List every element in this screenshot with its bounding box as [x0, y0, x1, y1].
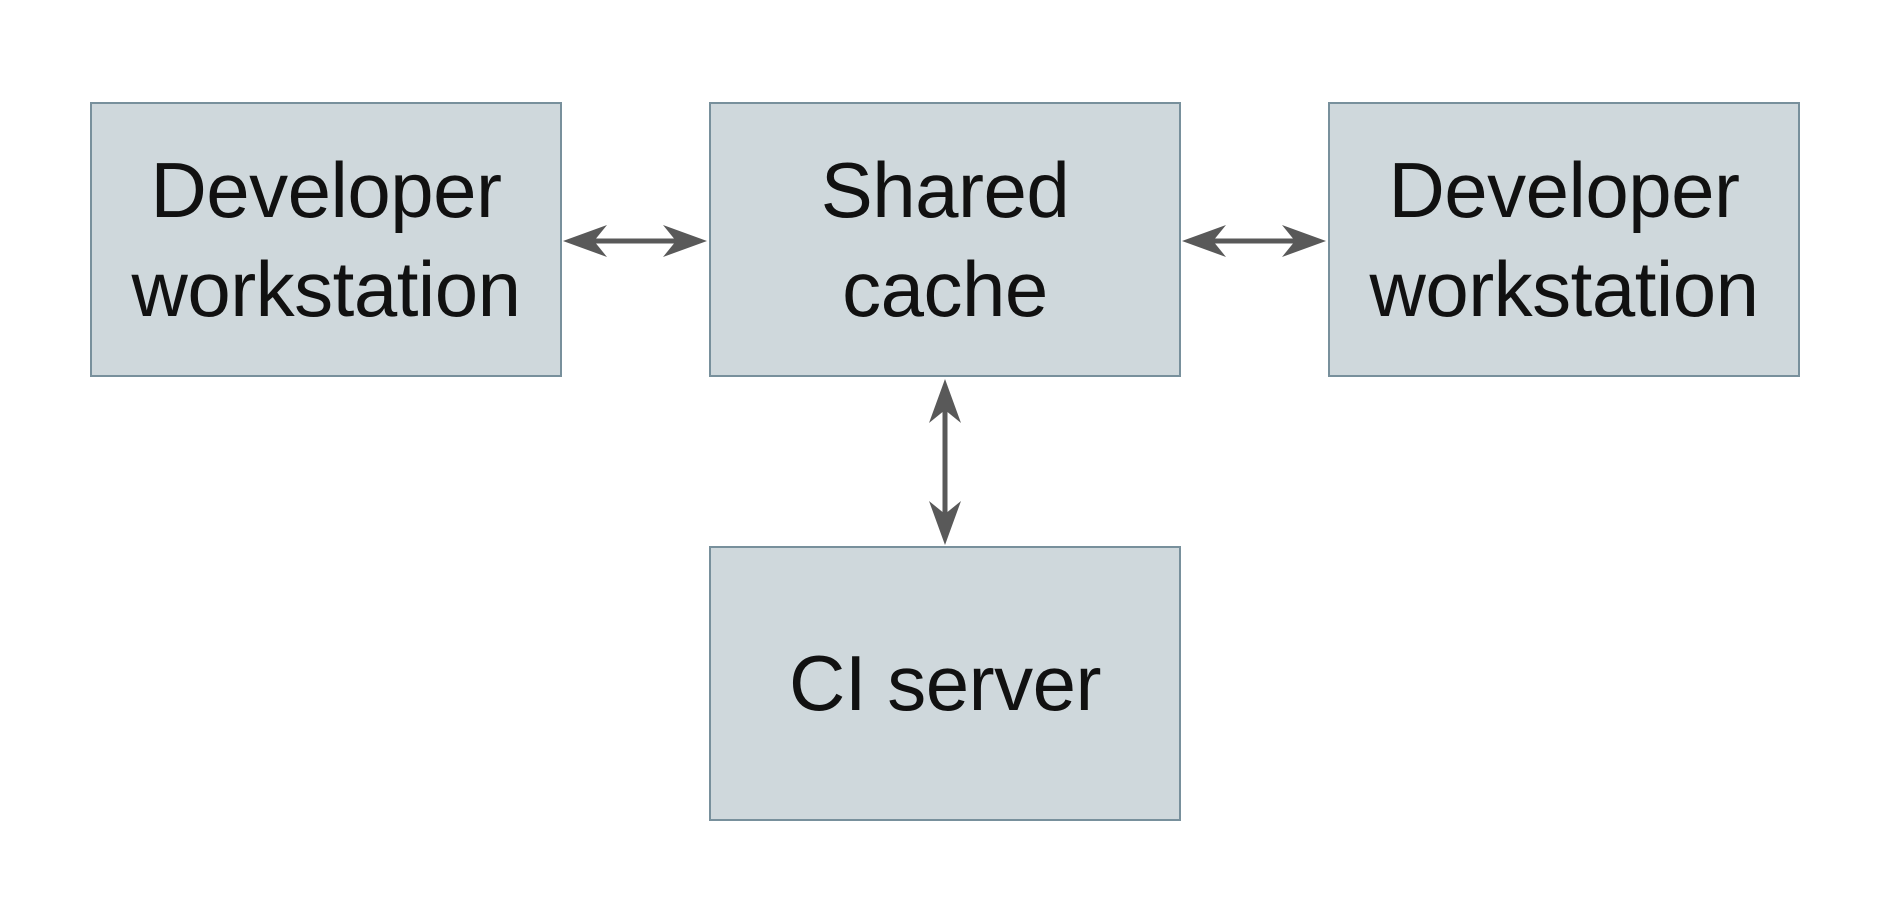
node-label-shared-cache: Shared cache [820, 145, 1070, 333]
node-label-developer-workstation-left: Developer workstation [131, 145, 522, 333]
node-ci-server: CI server [709, 546, 1181, 821]
node-shared-cache: Shared cache [709, 102, 1181, 377]
node-label-ci-server: CI server [789, 639, 1101, 727]
node-developer-workstation-left: Developer workstation [90, 102, 562, 377]
edge-workstation-left-shared-cache [561, 211, 709, 271]
double-arrow-horizontal-icon [563, 225, 707, 257]
node-developer-workstation-right: Developer workstation [1328, 102, 1800, 377]
node-label-developer-workstation-right: Developer workstation [1369, 145, 1760, 333]
double-arrow-horizontal-icon [1182, 225, 1326, 257]
double-arrow-vertical-icon [929, 379, 961, 545]
edge-shared-cache-ci-server [915, 377, 975, 547]
edge-shared-cache-workstation-right [1180, 211, 1328, 271]
